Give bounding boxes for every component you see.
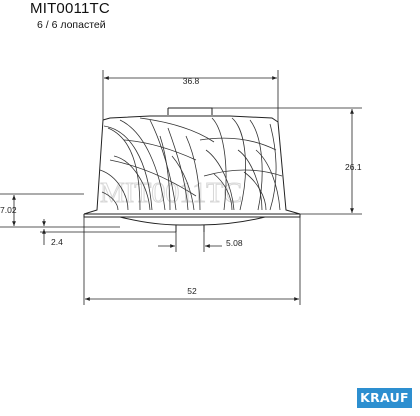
brand-logo: KRAUF: [357, 388, 412, 408]
impeller-outline: [83, 107, 301, 232]
dim-base-width: 52: [83, 217, 301, 305]
dim-bore: 5.08: [158, 232, 243, 252]
dim-top-width-label: 36.8: [183, 76, 200, 86]
blade-count-subtitle: 6 / 6 лопастей: [37, 19, 106, 31]
dim-height: 26.1: [212, 107, 362, 215]
dim-base-width-label: 52: [187, 286, 197, 296]
dim-top-width: 36.8: [102, 70, 279, 122]
dim-bottom-offset: 2.4: [40, 219, 176, 247]
part-number-title: MIT0011TC: [30, 0, 110, 17]
dim-height-label: 26.1: [345, 162, 362, 172]
dim-bottom-offset-label: 2.4: [51, 237, 63, 247]
dim-hub-height-label: 7.02: [0, 205, 17, 215]
blade-lines: [99, 117, 283, 211]
dim-bore-label: 5.08: [226, 238, 243, 248]
dim-hub-height: 7.02: [0, 193, 120, 228]
